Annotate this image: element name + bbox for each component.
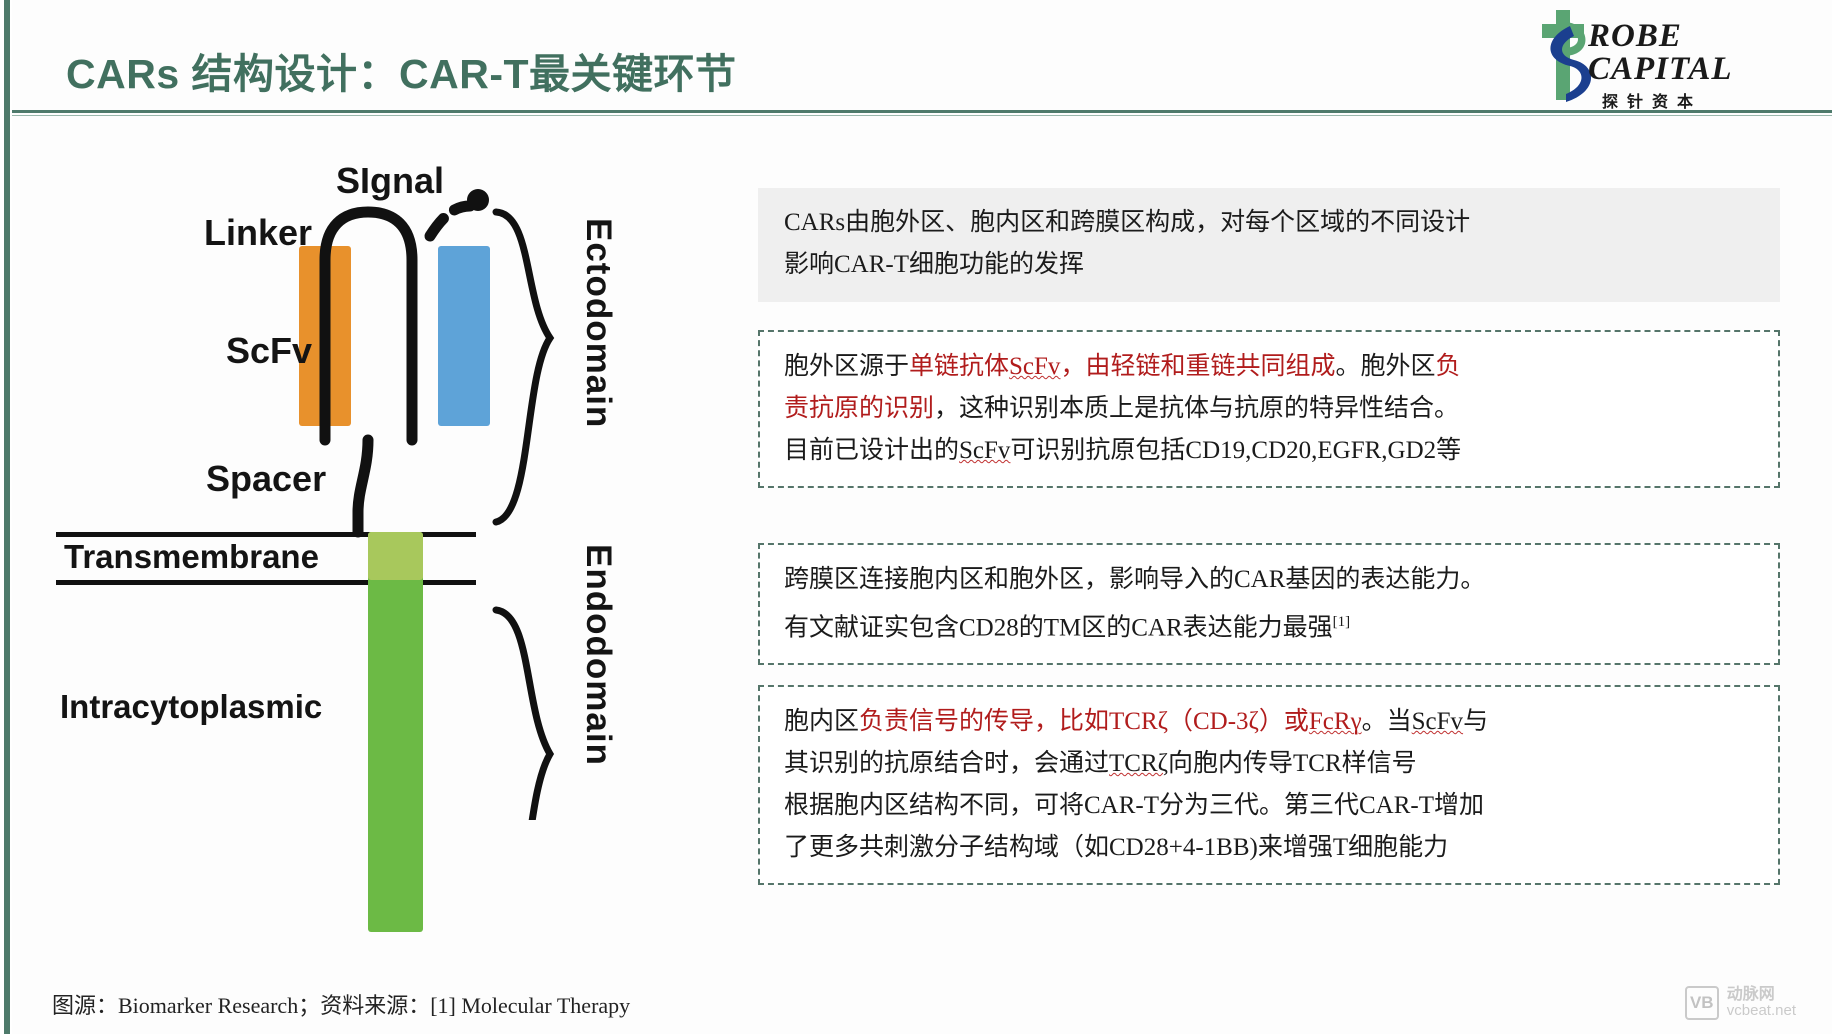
diagram-label-ectodomain: Ectodomain	[579, 218, 618, 429]
endo-l1-black2: 。当	[1361, 708, 1412, 735]
ecto-seg-1: 胞外区源于	[784, 353, 910, 380]
intro-line-1: CARs由胞外区、胞内区和跨膜区构成，对每个区域的不同设计	[784, 209, 1471, 236]
backbone-outline	[319, 189, 555, 820]
endo-l2-a: 其识别的抗原结合时，会通过	[784, 750, 1110, 777]
diagram-label-spacer: Spacer	[206, 458, 327, 499]
ecto-seg-4: 。胞外区	[1335, 353, 1436, 380]
ecto-seg-2-scfv: ScFv	[1009, 353, 1061, 380]
endo-line-4: 了更多共刺激分子结构域（如CD28+4-1BB)来增强T细胞能力	[784, 834, 1449, 861]
membrane-line-bottom	[56, 580, 476, 585]
ecto-line3-scfv: ScFv	[959, 437, 1011, 464]
watermark-text: 动脉网 vcbeat.net	[1727, 987, 1796, 1019]
tm-line-2: 有文献证实包含CD28的TM区的CAR表达能力最强[1]	[784, 601, 1758, 649]
membrane-line-top	[56, 532, 476, 537]
watermark-name: 动脉网	[1726, 986, 1775, 1003]
left-edge-bar	[0, 0, 12, 1034]
probe-capital-mark-icon	[1542, 10, 1592, 102]
page-title: CARs 结构设计：CAR-T最关键环节	[66, 51, 737, 97]
endo-l2-tcrz: TCRζ	[1109, 750, 1168, 777]
diagram-label-signal: SIgnal	[336, 160, 445, 201]
watermark-logo-icon: VB	[1684, 986, 1719, 1020]
endo-l1-black3: 与	[1463, 708, 1489, 735]
ecto-line3-a: 目前已设计出的	[784, 437, 960, 464]
logo-line-1: ROBE	[1588, 18, 1682, 54]
intracellular-block	[368, 532, 423, 932]
logo-chinese-name: 探针资本	[1602, 94, 1703, 111]
panel-ectodomain: 胞外区源于单链抗体ScFv，由轻链和重链共同组成。胞外区负 责抗原的识别，这种识…	[758, 330, 1780, 488]
source-footnote: 图源：Biomarker Research；资料来源：[1] Molecular…	[52, 993, 631, 1018]
endo-l1-fcrg: FcRγ	[1308, 708, 1362, 735]
diagram-label-transmembrane: Transmembrane	[64, 538, 319, 575]
ecto-seg-2a: 单链抗体	[909, 353, 1010, 380]
endo-line-2: 其识别的抗原结合时，会通过TCRζ向胞内传导TCR样信号	[784, 743, 1758, 785]
endo-line-1: 胞内区负责信号的传导，比如TCRζ（CD-3ζ）或FcRγ。当ScFv与	[784, 701, 1758, 743]
header-divider	[12, 110, 1832, 113]
transmembrane-segment-block	[368, 532, 423, 580]
logo-wordmark: ROBE CAPITAL	[1588, 20, 1733, 86]
brand-logo: ROBE CAPITAL 探针资本	[1536, 6, 1796, 111]
diagram-label-endodomain: Endodomain	[579, 544, 618, 766]
endo-l1-red: 负责信号的传导，比如TCRζ（CD-3ζ）或	[859, 708, 1309, 735]
ecto-line2-black: ，这种识别本质上是抗体与抗原的特异性结合。	[934, 395, 1460, 422]
diagram-label-scfv: ScFv	[226, 330, 313, 371]
tm-line2-text: 有文献证实包含CD28的TM区的CAR表达能力最强	[784, 614, 1333, 642]
endo-l1-scfv: ScFv	[1411, 708, 1464, 735]
diagram-label-intracytoplasmic: Intracytoplasmic	[60, 688, 323, 725]
tm-line-1: 跨膜区连接胞内区和胞外区，影响导入的CAR基因的表达能力。	[784, 566, 1486, 593]
intro-line-2: 影响CAR-T细胞功能的发挥	[784, 251, 1085, 278]
ecto-line-1: 胞外区源于单链抗体ScFv，由轻链和重链共同组成。胞外区负	[784, 346, 1758, 388]
signal-dot-icon	[467, 189, 489, 211]
panel-transmembrane: 跨膜区连接胞内区和胞外区，影响导入的CAR基因的表达能力。 有文献证实包含CD2…	[758, 543, 1780, 666]
watermark-url: vcbeat.net	[1726, 1002, 1796, 1019]
ecto-seg-5: 负	[1435, 353, 1461, 380]
watermark: VB 动脉网 vcbeat.net	[1684, 986, 1796, 1020]
ecto-line3-b: 可识别抗原包括CD19,CD20,EGFR,GD2等	[1010, 437, 1462, 464]
panel-endodomain: 胞内区负责信号的传导，比如TCRζ（CD-3ζ）或FcRγ。当ScFv与 其识别…	[758, 685, 1780, 885]
ecto-seg-3: ，由轻链和重链共同组成	[1060, 353, 1336, 380]
ecto-line-2: 责抗原的识别，这种识别本质上是抗体与抗原的特异性结合。	[784, 388, 1758, 430]
endo-line-3: 根据胞内区结构不同，可将CAR-T分为三代。第三代CAR-T增加	[784, 792, 1485, 819]
endo-l2-b: 向胞内传导TCR样信号	[1168, 750, 1417, 777]
panel-intro: CARs由胞外区、胞内区和跨膜区构成，对每个区域的不同设计 影响CAR-T细胞功…	[758, 188, 1780, 302]
header-divider-thin	[12, 115, 1832, 116]
endo-l1-black: 胞内区	[784, 708, 860, 735]
tm-citation-marker: [1]	[1332, 614, 1351, 630]
diagram-label-linker: Linker	[204, 212, 313, 253]
left-edge-accent	[4, 0, 10, 1034]
logo-line-2: CAPITAL	[1588, 51, 1733, 87]
car-structure-diagram: SIgnal Linker ScFv Spacer Transmembrane …	[26, 140, 626, 932]
ecto-line-3: 目前已设计出的ScFv可识别抗原包括CD19,CD20,EGFR,GD2等	[784, 430, 1758, 472]
heavy-chain-block	[438, 246, 490, 426]
ecto-line2-red: 责抗原的识别	[784, 395, 935, 422]
